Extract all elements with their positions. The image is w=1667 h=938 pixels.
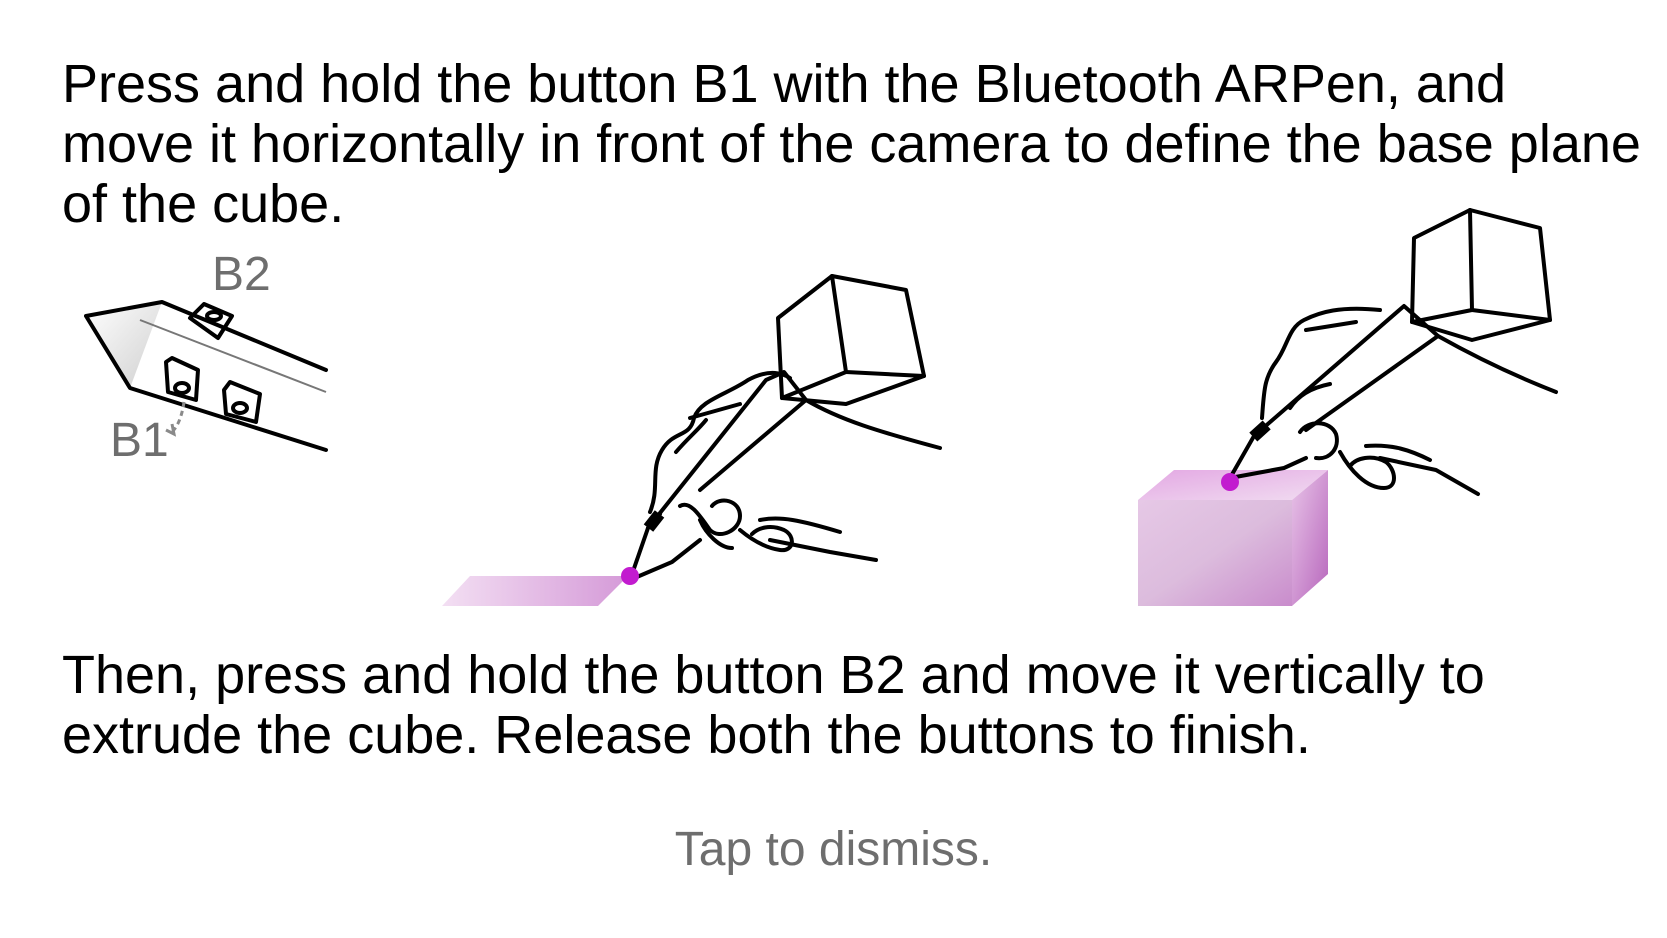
hand-with-pen-icon: [628, 370, 942, 582]
button-b1-label: B1: [110, 414, 169, 467]
button-b2-label: B2: [212, 248, 271, 301]
extruded-cube-icon: [1138, 470, 1328, 606]
base-plane-illustration: [442, 274, 942, 606]
arpen-diagram: B2 B1: [84, 248, 328, 467]
pen-tip-icon: [86, 302, 162, 388]
pen-tip-dot-icon: [621, 567, 639, 585]
button-b2-icon: [188, 302, 234, 340]
extrude-cube-illustration: [1138, 208, 1558, 606]
cube-outline-icon-2: [1410, 208, 1552, 342]
instruction-step-1: Press and hold the button B1 with the Bl…: [62, 54, 1641, 234]
button-b3-icon: [222, 380, 262, 424]
hand-with-pen-icon-2: [1228, 304, 1558, 496]
cube-outline-icon: [776, 274, 926, 406]
instruction-step-2: Then, press and hold the button B2 and m…: [62, 645, 1485, 765]
pen-tip-dot-icon-2: [1221, 473, 1239, 491]
tap-to-dismiss-prompt[interactable]: Tap to dismiss.: [674, 823, 993, 876]
base-plane-highlight: [442, 576, 628, 606]
button-b1-icon: [164, 356, 200, 402]
